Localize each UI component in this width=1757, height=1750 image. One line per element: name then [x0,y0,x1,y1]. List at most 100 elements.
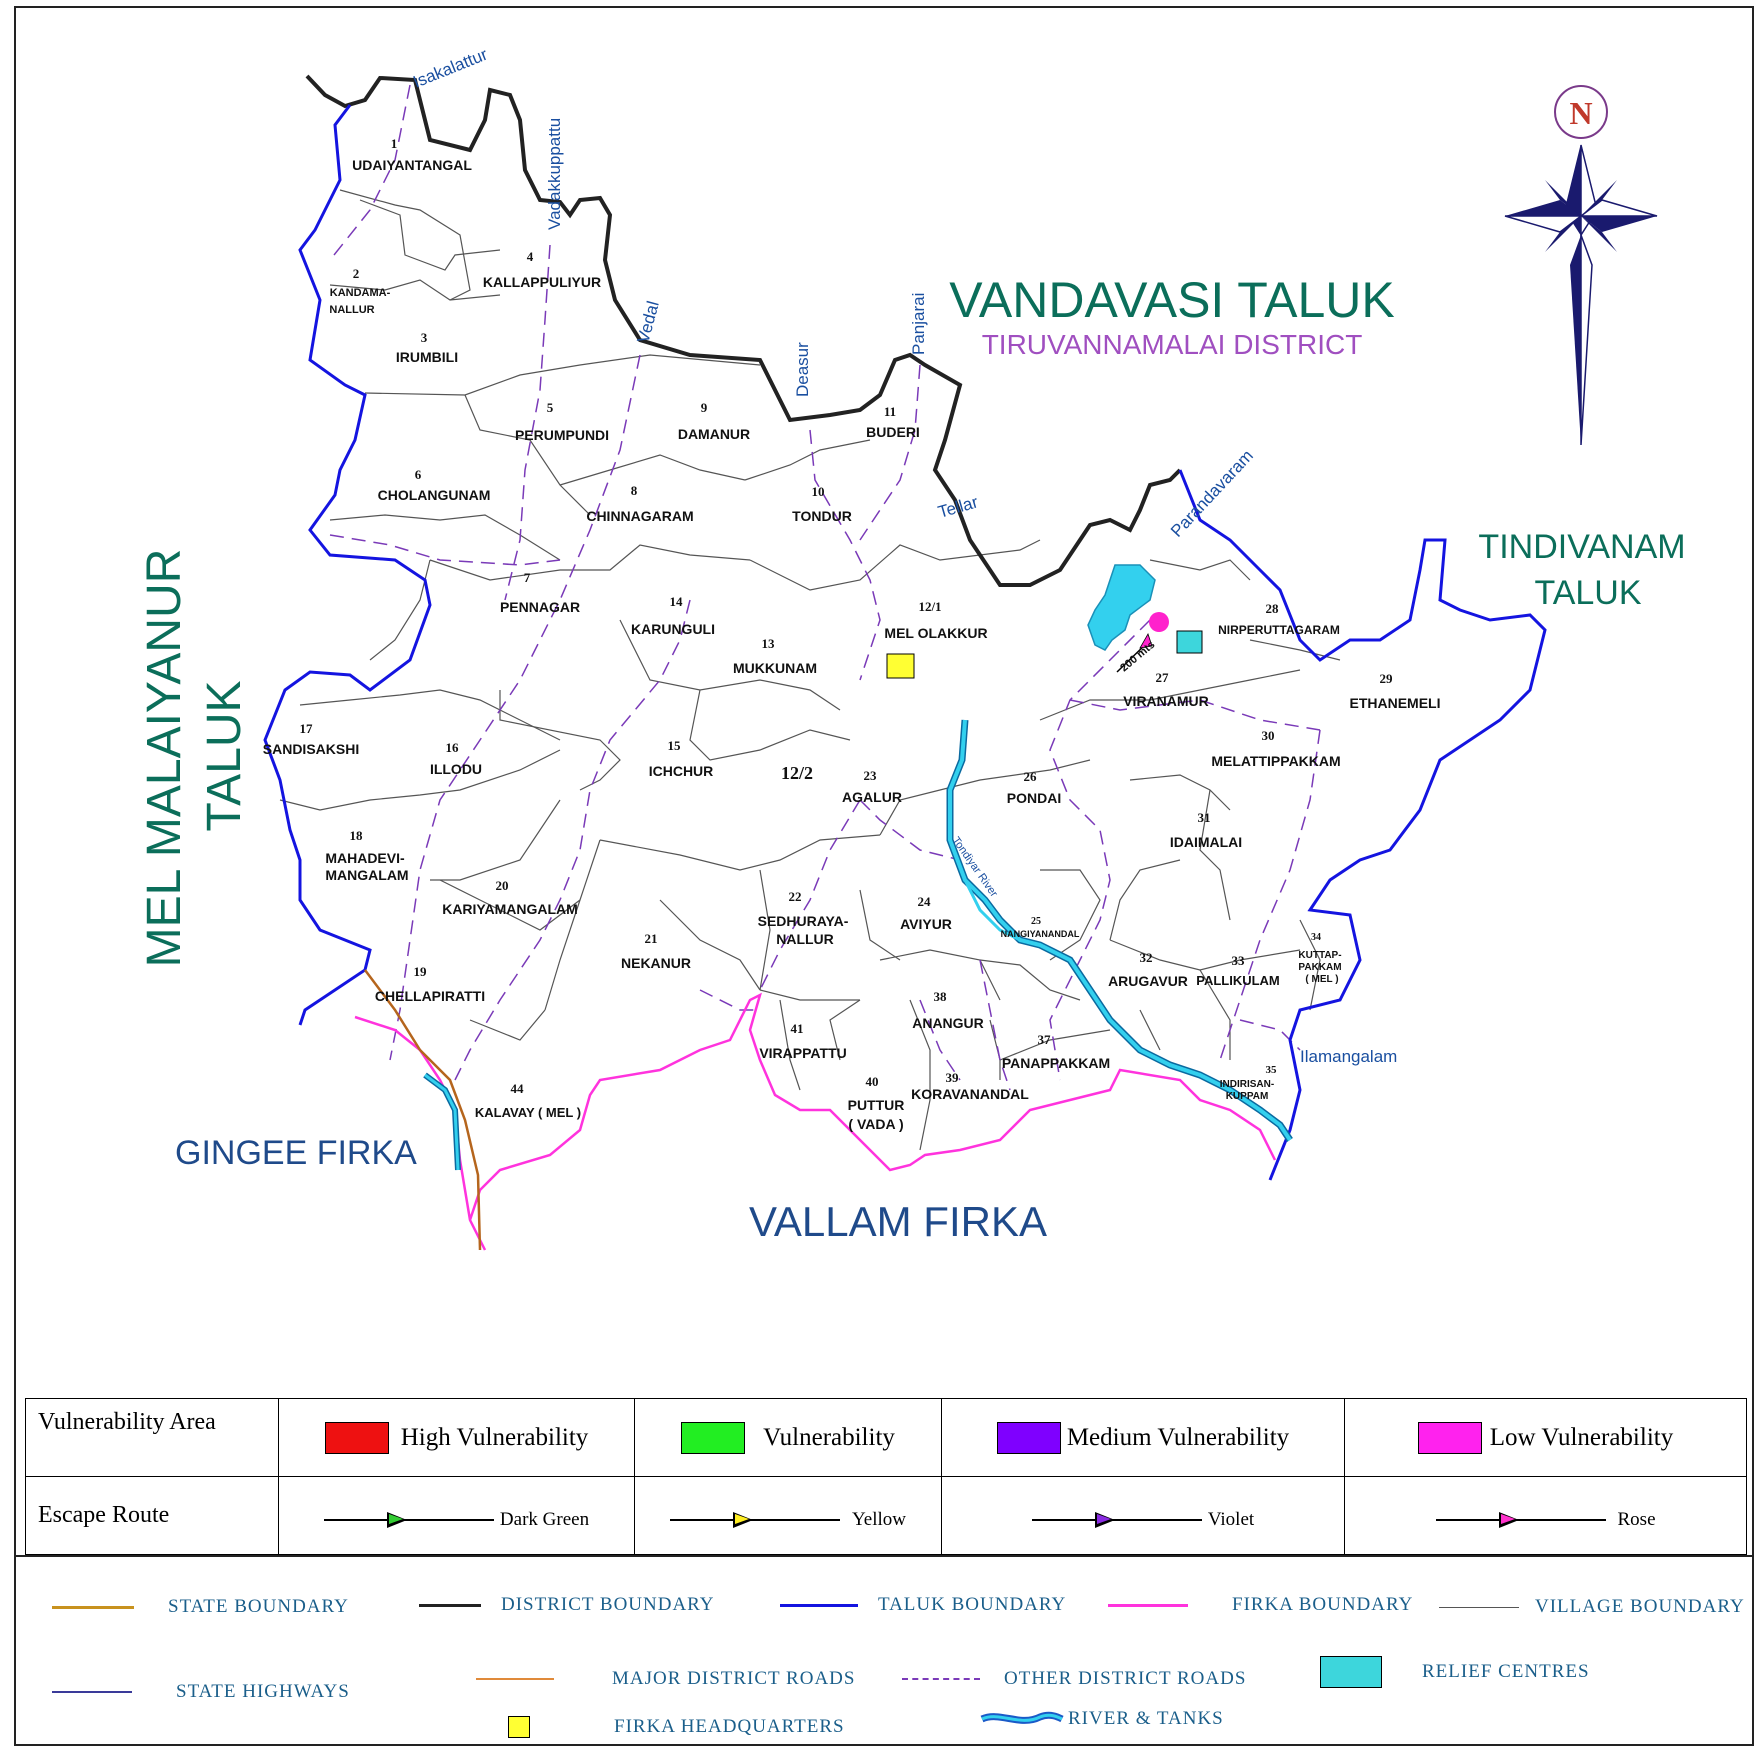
village-name: PUTTUR [848,1097,905,1113]
village-name: ILLODU [430,761,482,777]
legend-river-tanks: RIVER & TANKS [980,1708,1224,1730]
village-name: PERUMPUNDI [515,427,609,443]
village-name: KORAVANANDAL [911,1086,1029,1102]
escape-yellow: Yellow [634,1476,942,1555]
village-num: 1 [391,136,398,151]
vulnerability-low: Low Vulnerability [1344,1398,1747,1477]
legend-label: STATE HIGHWAYS [176,1681,350,1702]
village-num: 24 [918,894,932,909]
village-name: MELATTIPPAKKAM [1211,753,1340,769]
map-legend: STATE BOUNDARY DISTRICT BOUNDARY TALUK B… [14,1560,1754,1746]
village-name: AGALUR [842,789,902,805]
gingee-firka-label: GINGEE FIRKA [175,1134,417,1172]
village-num: 19 [414,964,428,979]
village-num: 40 [866,1074,879,1089]
village-num: 29 [1380,671,1394,686]
village-name: KARIYAMANGALAM [442,901,578,917]
escape-arrow-icon [1435,1511,1606,1528]
escape-rose: Rose [1344,1476,1747,1555]
village-num: 25 [1031,916,1041,927]
vulnerability-swatch [681,1421,746,1454]
river-tellar: Tellar [936,492,981,522]
escape-violet: Violet [941,1476,1345,1555]
village-name: MEL OLAKKUR [884,625,987,641]
village-num: 23 [864,768,878,783]
village-num: 5 [547,400,554,415]
tiruvannamalai-district-label: TIRUVANNAMALAI DISTRICT [982,329,1363,360]
vulnerability-label: Medium Vulnerability [1066,1423,1290,1451]
legend-line-icon [902,1678,980,1680]
tindivanam-taluk-label: TALUK [1534,574,1641,612]
village-num: 6 [415,467,422,482]
vulnerability-label: Low Vulnerability [1489,1423,1674,1451]
village-name-line2: KUPPAM [1226,1091,1269,1102]
village-num: 18 [350,828,364,843]
village-name: PONDAI [1007,790,1061,806]
village-num: 4 [527,249,534,264]
village-num: 9 [701,400,708,415]
village-boundaries [279,189,1341,1151]
legend-label: RIVER & TANKS [1068,1708,1224,1729]
village-name: MAHADEVI- [325,850,405,866]
tank [1087,564,1156,651]
village-num: 41 [791,1021,804,1036]
village-num: 31 [1198,810,1211,825]
legend-label: RELIEF CENTRES [1422,1661,1590,1682]
village-num: 20 [496,878,509,893]
escape-row: Escape Route Dark Green Yellow Violet Ro… [25,1476,1747,1555]
vulnerability-medium: Medium Vulnerability [941,1398,1345,1477]
village-name: CHELLAPIRATTI [375,988,485,1004]
legend-firka-boundary: FIRKA BOUNDARY [1108,1594,1413,1616]
village-name-line2: ( VADA ) [848,1116,903,1132]
village-name: INDIRISAN- [1220,1079,1274,1090]
village-labels: 1 UDAIYANTANGAL 2 KANDAMA- NALLUR 3 IRUM… [263,136,1441,1132]
legend-district-boundary: DISTRICT BOUNDARY [419,1594,715,1616]
village-name: PALLIKULAM [1196,973,1280,988]
village-name-line2: MANGALAM [325,867,408,883]
river-deasur: Deasur [793,342,812,397]
village-name: IRUMBILI [396,349,458,365]
village-num: 32 [1140,950,1153,965]
village-num: 27 [1156,670,1170,685]
vandavasi-taluk-label: VANDAVASI TALUK [949,272,1395,328]
village-name: KALLAPPULIYUR [483,274,601,290]
state-boundary [364,969,482,1251]
village-name: NEKANUR [621,955,691,971]
escape-label: Rose [1617,1508,1656,1530]
village-name: CHINNAGARAM [586,508,693,524]
legend-label: MAJOR DISTRICT ROADS [612,1668,856,1689]
village-num: 7 [524,570,531,585]
village-name-line2: PAKKAM [1298,962,1341,973]
village-num: 12/1 [918,599,941,614]
escape-arrow-icon [669,1511,840,1528]
vulnerability-medium-green: Vulnerability [634,1398,942,1477]
village-num: 30 [1262,728,1275,743]
vallam-firka-label: VALLAM FIRKA [749,1198,1047,1245]
mel-malaiyanur-taluk-label: TALUK [198,680,251,831]
vulnerability-label: High Vulnerability [400,1423,589,1451]
village-name: PANAPPAKKAM [1002,1055,1110,1071]
village-name: AVIYUR [900,916,952,932]
village-name-line3: ( MEL ) [1305,974,1338,985]
village-num: 22 [789,889,802,904]
vulnerability-swatch [1417,1421,1482,1454]
village-name-line2: NALLUR [329,304,374,316]
river-panjarai: Panjarai [909,293,928,355]
legend-line-icon [1439,1606,1519,1608]
legend-label: DISTRICT BOUNDARY [501,1594,715,1615]
legend-relief-centres: RELIEF CENTRES [1320,1656,1590,1688]
village-num: 16 [446,740,460,755]
relief-centre-swatch [1320,1656,1382,1688]
village-name-line2: NALLUR [776,931,834,947]
firka-headquarters-marker [886,653,915,679]
village-name: VIRAPPATTU [759,1045,846,1061]
village-num: 3 [421,330,428,345]
village-name: NANGIYANANDAL [1001,929,1080,939]
legend-line-icon [476,1678,554,1680]
village-name: KALAVAY ( MEL ) [475,1105,581,1120]
village-num: 26 [1024,769,1038,784]
taluk-boundary [263,104,1547,1181]
village-num: 34 [1311,932,1321,943]
vulnerability-row: Vulnerability Area High Vulnerability Vu… [25,1398,1747,1477]
village-num: 13 [762,636,776,651]
